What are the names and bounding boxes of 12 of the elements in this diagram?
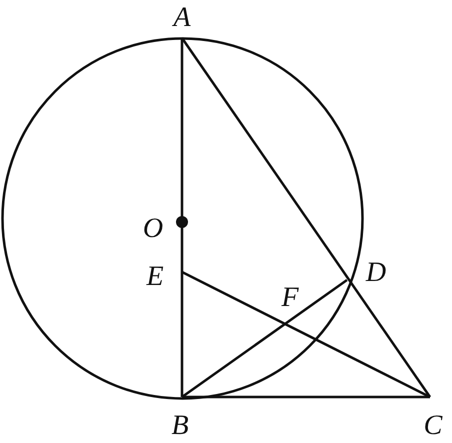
line-segment [181, 270, 431, 398]
point-label: C [424, 412, 442, 440]
line-segment [182, 396, 430, 398]
point-label: F [281, 284, 299, 312]
point-label: A [173, 4, 191, 32]
point-label: D [366, 259, 386, 287]
line-segment [181, 278, 348, 398]
point-label: O [142, 215, 164, 243]
line-segment [180, 37, 432, 398]
line-segment [180, 38, 184, 397]
point-label: E [146, 263, 164, 291]
point-label: B [171, 412, 189, 440]
